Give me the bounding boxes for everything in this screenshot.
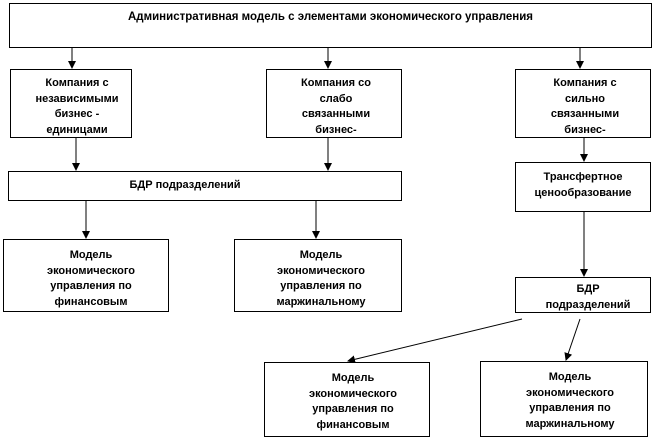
model-marginal-label-2: Модель экономического управления по марж… [525,371,615,430]
company-independent-box: Компания с независимыми бизнес - единица… [10,69,132,138]
transfer-pricing-box: Трансфертное ценообразование [515,162,651,212]
model-financial-label-2: Модель экономического управления по фина… [309,372,397,431]
admin-model-label: Административная модель с элементами эко… [128,11,533,23]
model-financial-box-2: Модель экономического управления по фина… [264,362,430,437]
model-marginal-label-1: Модель экономического управления по марж… [276,249,366,308]
company-strong-box: Компания с сильно связанными бизнес- [515,69,651,138]
bdr-units-bottom-box: БДР подразделений [515,277,651,313]
transfer-pricing-label: Трансфертное ценообразование [534,171,632,199]
admin-model-box: Административная модель с элементами эко… [9,3,652,48]
bdr-units-top-box: БДР подразделений [8,171,402,201]
bdr-units-top-label: БДР подразделений [129,179,241,191]
model-financial-box-1: Модель экономического управления по фина… [3,239,169,312]
model-marginal-box-1: Модель экономического управления по марж… [234,239,402,312]
bdr-units-bottom-label: БДР подразделений [545,283,631,311]
company-strong-label: Компания с сильно связанными бизнес- [550,77,620,136]
company-independent-label: Компания с независимыми бизнес - единица… [35,77,119,136]
arrow-bdr-bottom-to-model-marg [564,318,581,361]
company-weak-box: Компания со слабо связанными бизнес- [266,69,402,138]
company-weak-label: Компания со слабо связанными бизнес- [301,77,371,136]
model-marginal-box-2: Модель экономического управления по марж… [480,361,648,437]
arrow-bdr-bottom-to-model-fin [347,318,523,364]
model-financial-label-1: Модель экономического управления по фина… [47,249,135,308]
